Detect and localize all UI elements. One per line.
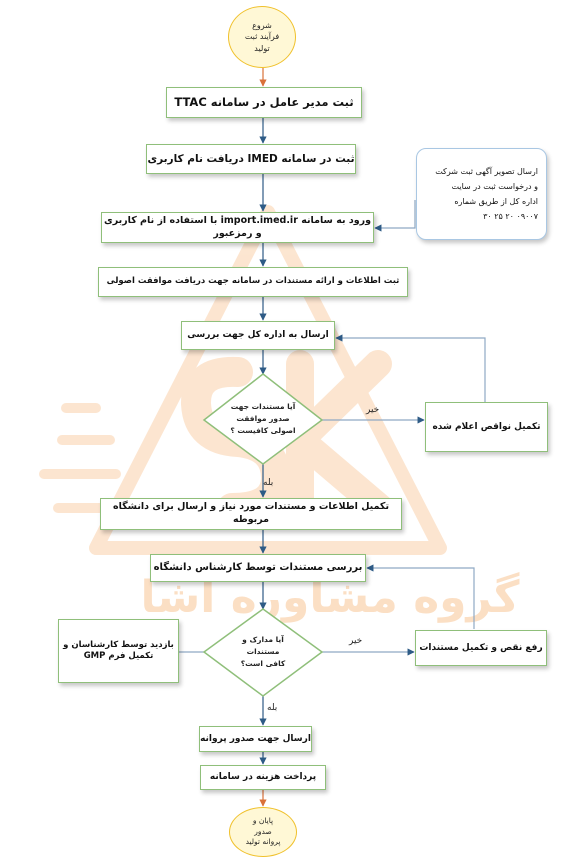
imed-register-label: ثبت در سامانه IMED دریافت نام کاربری	[147, 152, 355, 165]
send-admin-label: ارسال به اداره کل جهت بررسی	[187, 330, 329, 341]
end-terminal: پایان و صدور پروانه تولید	[229, 807, 297, 857]
side-note-label: ارسال تصویر آگهی ثبت شرکت و درخواست ثبت …	[435, 166, 538, 222]
decision1-diamond	[202, 373, 324, 465]
side-note-box: ارسال تصویر آگهی ثبت شرکت و درخواست ثبت …	[416, 148, 547, 240]
fix-docs-box: رفع نقص و تکمیل مستندات	[415, 630, 547, 666]
watermark-logo	[39, 205, 447, 555]
complete-send-label: تکمیل اطلاعات و مستندات مورد نیاز و ارسا…	[112, 501, 390, 525]
decision2-label: آیا مدارک و مستندات کافی است؟	[240, 635, 286, 668]
submit-docs-box: ثبت اطلاعات و ارائه مستندات در سامانه جه…	[98, 267, 408, 297]
expert-review-label: بررسی مستندات توسط کارشناس دانشگاه	[153, 562, 363, 574]
decision2-diamond	[202, 608, 324, 697]
deficiency-label: تکمیل نواقص اعلام شده	[432, 421, 541, 432]
inspection-label: بازدید توسط کارشناسان و تکمیل فرم GMP	[63, 639, 174, 661]
arrow-fix-loop	[366, 564, 475, 629]
pay-fee-label: پرداخت هزینه در سامانه	[209, 772, 317, 783]
fix-docs-label: رفع نقص و تکمیل مستندات	[419, 642, 543, 653]
ttac-label: ثبت مدیر عامل در سامانه TTAC	[174, 94, 354, 109]
inspection-box: بازدید توسط کارشناسان و تکمیل فرم GMP	[58, 619, 179, 683]
end-label: پایان و صدور پروانه تولید	[245, 815, 281, 847]
decision2-yes-label: بله	[267, 703, 278, 713]
start-terminal: شروع فرآیند ثبت تولید	[228, 6, 296, 68]
arrow-note-login	[374, 200, 416, 232]
submit-docs-label: ثبت اطلاعات و ارائه مستندات در سامانه جه…	[106, 276, 400, 287]
send-admin-box: ارسال به اداره کل جهت بررسی	[181, 321, 335, 350]
decision1-no-label: خیر	[366, 405, 380, 415]
send-license-box: ارسال جهت صدور پروانه	[199, 726, 312, 752]
ttac-box: ثبت مدیر عامل در سامانه TTAC	[166, 87, 362, 118]
decision1-label: آیا مستندات جهت صدور موافقت اصولی کافیست…	[230, 402, 296, 435]
imed-register-box: ثبت در سامانه IMED دریافت نام کاربری	[146, 144, 356, 174]
start-label: شروع فرآیند ثبت تولید	[244, 20, 280, 53]
decision1-yes-label: بله	[263, 478, 274, 488]
arrow-deficiency-loop	[335, 334, 486, 402]
pay-fee-box: پرداخت هزینه در سامانه	[200, 765, 326, 790]
deficiency-box: تکمیل نواقص اعلام شده	[425, 402, 548, 452]
decision2-no-label: خیر	[349, 636, 363, 646]
expert-review-box: بررسی مستندات توسط کارشناس دانشگاه	[150, 554, 366, 582]
login-box: ورود به سامانه import.imed.ir با استفاده…	[101, 212, 374, 243]
complete-send-box: تکمیل اطلاعات و مستندات مورد نیاز و ارسا…	[100, 498, 402, 530]
send-license-label: ارسال جهت صدور پروانه	[200, 733, 311, 744]
login-label: ورود به سامانه import.imed.ir با استفاده…	[104, 214, 371, 239]
